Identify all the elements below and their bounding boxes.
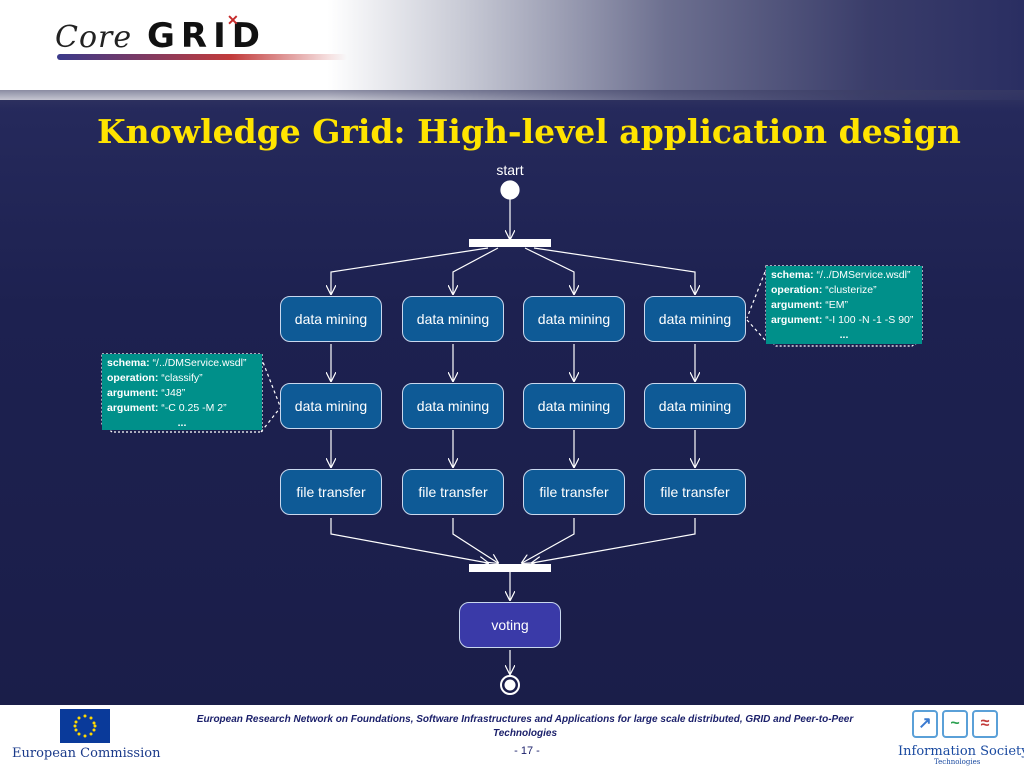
file-transfer-node[interactable]: file transfer [402,469,504,515]
start-node [500,180,520,200]
note-schema-line: schema: “/../DMService.wsdl” [771,269,911,281]
note-left-anchor-2 [260,407,281,433]
note-argument-line: argument: “EM” [771,299,849,311]
information-society-logo-icon: ↗ ~ ≈ [912,710,998,742]
note-schema-line: schema: “/../DMService.wsdl” [107,357,247,369]
page-title: Knowledge Grid: High-level application d… [97,112,961,151]
note-operation-line: operation: “classify” [107,372,203,384]
footer-text: European Research Network on Foundations… [196,714,854,739]
note-right: schema: “/../DMService.wsdl” operation: … [766,266,922,344]
logo-swoosh [57,54,347,60]
end-node-inner [504,679,516,691]
note-argument-line: argument: “-C 0.25 -M 2” [107,402,227,414]
data-mining-node[interactable]: data mining [523,296,625,342]
arrow-join-1 [330,518,488,563]
header-shadow [0,90,1024,110]
start-label: start [496,162,524,178]
logo-core-text: Core [55,20,133,55]
arrow-fork-1 [331,247,489,294]
end-node-outer [500,675,520,695]
arrow-fork-2 [453,247,499,294]
information-society-label: Information Society [898,744,1024,759]
data-mining-node[interactable]: data mining [402,296,504,342]
arrow-fork-3 [524,247,574,294]
page-number: - 17 - [514,745,540,757]
data-mining-node[interactable]: data mining [523,383,625,429]
voting-node[interactable]: voting [459,602,561,648]
note-ellipsis: ... [839,329,849,341]
join-bar [469,564,551,572]
note-right-outline [765,265,923,347]
note-left-anchor [260,356,281,407]
note-ellipsis: ... [177,417,187,429]
european-commission-label: European Commission [12,746,161,761]
arrow-join-4 [532,518,696,563]
file-transfer-node[interactable]: file transfer [644,469,746,515]
header-band [0,0,1024,100]
data-mining-node[interactable]: data mining [644,383,746,429]
fork-bar [469,239,551,247]
note-right-anchor [746,271,766,319]
data-mining-node[interactable]: data mining [644,296,746,342]
note-right-anchor-2 [746,319,766,341]
note-left: schema: “/../DMService.wsdl” operation: … [102,354,262,430]
eu-flag-icon [60,709,110,743]
note-argument-line: argument: “J48” [107,387,186,399]
information-society-sublabel: Technologies [934,758,981,766]
arrow-join-3 [522,518,575,563]
data-mining-node[interactable]: data mining [280,383,382,429]
note-operation-line: operation: “clusterize” [771,284,877,296]
logo-grid-text: GRID [147,16,266,56]
note-argument-line: argument: “-I 100 -N -1 -S 90” [771,314,914,326]
arrow-fork-4 [533,247,695,294]
logo-x-mark-icon: ✕ [227,12,239,28]
data-mining-node[interactable]: data mining [402,383,504,429]
footer-band [0,705,1024,768]
data-mining-node[interactable]: data mining [280,296,382,342]
file-transfer-node[interactable]: file transfer [280,469,382,515]
arrow-join-2 [452,518,498,563]
file-transfer-node[interactable]: file transfer [523,469,625,515]
